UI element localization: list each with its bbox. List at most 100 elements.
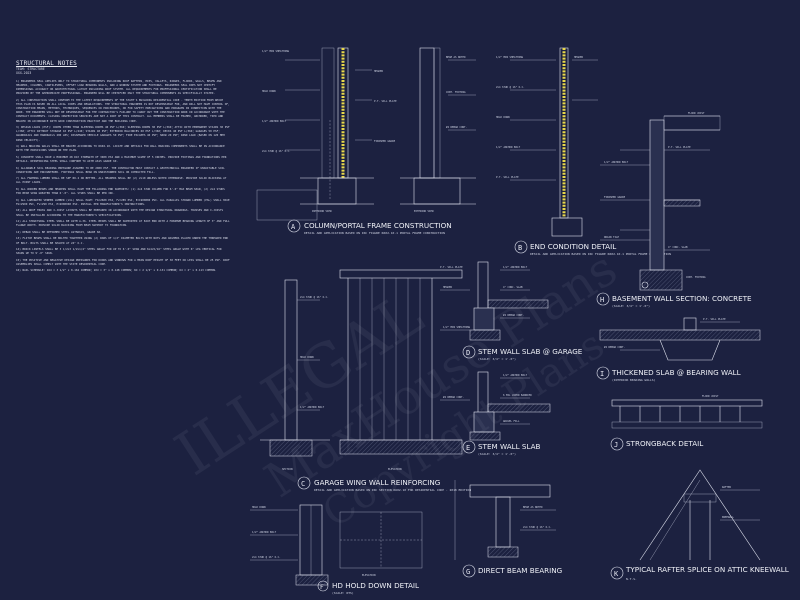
label-beam-a: BEAM AS NOTED [446, 55, 466, 59]
note-paragraph: 7) ALL FRAMING LUMBER SHALL BE SPF NO.2 … [16, 176, 227, 185]
label-rebar-c: #4 REBAR CONT. [443, 395, 464, 399]
detail-f-marker [317, 580, 329, 592]
detail-i-subtitle: (INTERIOR BEARING WALLS) [612, 378, 656, 382]
note-paragraph: 2) ALL CONSTRUCTION SHALL CONFORM TO THE… [16, 97, 230, 123]
label-rafter-k: RAFTER [722, 485, 732, 489]
detail-f-title: HD HOLD DOWN DETAIL [332, 581, 419, 590]
detail-d-subtitle: (SCALE: 3/4" = 1'-0") [478, 357, 516, 361]
detail-g-number: G [466, 568, 470, 576]
label-anchor-d: 1/2" ANCHOR BOLT [503, 265, 528, 269]
label-hold-down-f: HOLD DOWN [252, 505, 266, 509]
label-hold-down-a: HOLD DOWN [262, 89, 276, 93]
label-sill-i: P.T. SILL PLATE [703, 317, 726, 321]
detail-a-view1: INTERIOR VIEW [312, 209, 332, 213]
detail-h-marker [596, 292, 610, 306]
label-slab-h: 4" CONC. SLAB [668, 245, 688, 249]
detail-a-view2: EXTERIOR VIEW [414, 209, 434, 213]
notes-title: STRUCTURAL NOTES [16, 60, 77, 67]
detail-j-strongback: FLOOR JOIST J STRONGBACK DETAIL [610, 394, 763, 451]
detail-c-title: GARAGE WING WALL REINFORCING [314, 478, 440, 487]
label-stud-f: 2x4 STUD @ 16" O.C. [252, 555, 281, 559]
label-footing-a: CONT. FOOTING [446, 90, 466, 94]
detail-j-number: J [614, 441, 618, 449]
detail-b-title: END CONDITION DETAIL [530, 242, 616, 251]
label-sill-h: P.T. SILL PLATE [668, 145, 691, 149]
detail-a-subtitle: DETAIL AND APPLICATION BASED ON IRC FIGU… [304, 231, 445, 235]
label-anchor-c: 1/2" ANCHOR BOLT [300, 405, 325, 409]
note-paragraph: 14) BRICK LINTELS SHALL BE 3 1/2x3 1/2x1… [16, 247, 222, 256]
label-stud-b: 2x4 STUD @ 16" O.C. [496, 85, 525, 89]
label-rebar-a: #4 REBAR CONT. [446, 125, 467, 129]
label-anchor-b: 1/2" ANCHOR BOLT [496, 145, 521, 149]
label-header-c: HEADER [443, 285, 453, 289]
note-paragraph: 13) FLITCH BEAMS SHALL BE BOLTED TOGETHE… [16, 236, 228, 245]
detail-g-direct-beam-bearing: BEAM AS NOTED 2x4 STUD @ 16" O.C. G DIRE… [454, 480, 562, 578]
label-rebar-i: #4 REBAR CONT. [604, 345, 625, 349]
detail-b-number: B [518, 244, 522, 252]
note-paragraph: 6) ALLOWABLE SOIL BEARING PRESSURE ASSUM… [16, 165, 225, 174]
note-paragraph: 4) WALL BRACING WALLS SHALL BE BRACED AC… [16, 144, 225, 153]
detail-b-end-condition: 1/2" MIN SHEATHING 2x4 STUD @ 16" O.C. H… [496, 47, 671, 256]
label-footing-h: CONT. FOOTING [686, 275, 706, 279]
label-anchor-a: 1/2" ANCHOR BOLT [262, 119, 287, 123]
detail-j-title: STRONGBACK DETAIL [626, 439, 703, 448]
detail-i-title: THICKENED SLAB @ BEARING WALL [611, 368, 741, 377]
detail-h-title: BASEMENT WALL SECTION: CONCRETE [612, 294, 752, 303]
detail-c-view2: ELEVATION [388, 467, 402, 471]
detail-e-title: STEM WALL SLAB [478, 442, 541, 451]
label-vapor-e: 6 MIL VAPOR BARRIER [503, 393, 532, 397]
structural-notes: STRUCTURAL NOTES TEAM: STRUCTURE XXX-202… [16, 60, 231, 275]
detail-d-number: D [466, 349, 470, 357]
detail-g-marker [462, 564, 476, 578]
label-anchor-e: 1/2" ANCHOR BOLT [503, 373, 528, 377]
label-kneewall-k: KNEEWALL [722, 515, 735, 519]
label-header-a: HEADER [374, 69, 384, 73]
detail-e-number: E [466, 444, 470, 452]
detail-g-title: DIRECT BEAM BEARING [478, 566, 562, 575]
label-joist-h: FLOOR JOIST [688, 111, 705, 115]
note-paragraph: 1) ENGINEERS SEAL APPLIES ONLY TO STRUCT… [16, 78, 222, 96]
label-joist-j: FLOOR JOIST [702, 394, 719, 398]
label-hold-down-b: HOLD DOWN [496, 115, 510, 119]
detail-d-marker [462, 345, 476, 359]
label-beam-g: BEAM AS NOTED [523, 505, 543, 509]
detail-h-number: H [600, 296, 604, 304]
detail-c-marker [297, 476, 311, 490]
detail-k-subtitle: N.T.S. [626, 577, 637, 581]
label-sheathing-b: 1/2" MIN SHEATHING [496, 55, 524, 59]
detail-f-view1: ELEVATION [362, 573, 376, 577]
note-paragraph: 10) ALL ROOF TRUSS AND I-JOIST LAYOUTS S… [16, 208, 224, 217]
note-paragraph: 9) ALL LAMINATED VENEER LUMBER (LVL) SHA… [16, 197, 230, 206]
label-stud-c: 2x4 STUD @ 16" O.C. [300, 295, 329, 299]
note-paragraph: 15) THE POSITIVE AND NEGATIVE DESIGN PRE… [16, 257, 230, 266]
notes-body: 1) ENGINEERS SEAL APPLIES ONLY TO STRUCT… [16, 79, 231, 273]
notes-subtitle: TEAM: STRUCTURE [16, 67, 45, 71]
detail-a-portal-frame: 1/2" MIN SHEATHING HOLD DOWN 1/2" ANCHOR… [256, 47, 476, 235]
detail-i-thickened-slab: P.T. SILL PLATE #4 REBAR CONT. I THICKEN… [596, 317, 761, 382]
detail-c-number: C [301, 480, 305, 488]
note-paragraph: 11) ALL STRUCTURAL STEEL SHALL BE ASTM A… [16, 219, 230, 228]
detail-i-marker [596, 366, 610, 380]
note-paragraph: 16) NAIL SCHEDULE: 16d = 3 1/2" x 0.162 … [16, 268, 217, 273]
label-slab-d: 4" CONC. SLAB [503, 285, 523, 289]
detail-c-view1: SECTION [282, 467, 293, 471]
label-sheathing-a: 1/2" MIN SHEATHING [262, 49, 290, 53]
detail-e-stem-wall-slab: 1/2" ANCHOR BOLT 6 MIL VAPOR BARRIER GRA… [462, 371, 551, 456]
note-paragraph: 3) DESIGN LOADS (PSF): ROOMS OTHER THAN … [16, 125, 230, 142]
detail-k-marker [610, 566, 624, 580]
label-hold-down-c: HOLD DOWN [300, 355, 314, 359]
detail-f-subtitle: (SCALE: NTS) [332, 591, 354, 595]
label-gravel-e: GRAVEL FILL [503, 419, 520, 423]
detail-h-subtitle: (SCALE: 3/4" = 1'-0") [612, 304, 650, 308]
note-paragraph: 12) REBAR SHALL BE DEFORMED STEEL ASTMA6… [16, 229, 102, 234]
detail-d-stem-wall-garage: 1/2" ANCHOR BOLT 4" CONC. SLAB #4 REBAR … [440, 261, 583, 361]
detail-h-basement-wall: FLOOR JOIST 1/2" ANCHOR BOLT FINISHED GR… [596, 111, 752, 308]
detail-a-number: A [291, 223, 296, 231]
label-anchor-h: 1/2" ANCHOR BOLT [604, 160, 629, 164]
detail-f-number: F [320, 584, 324, 591]
note-paragraph: 8) ALL WOODEN BEAMS AND HEADERS SHALL HA… [16, 186, 225, 196]
detail-j-marker [610, 437, 624, 451]
label-sheathing-c: 1/2" MIN SHEATHING [443, 325, 471, 329]
detail-c-subtitle: DETAIL AND APPLICATION BASED ON IRC SECT… [314, 488, 471, 492]
label-stud-a: 2x4 STUD @ 16" O.C. [262, 149, 291, 153]
